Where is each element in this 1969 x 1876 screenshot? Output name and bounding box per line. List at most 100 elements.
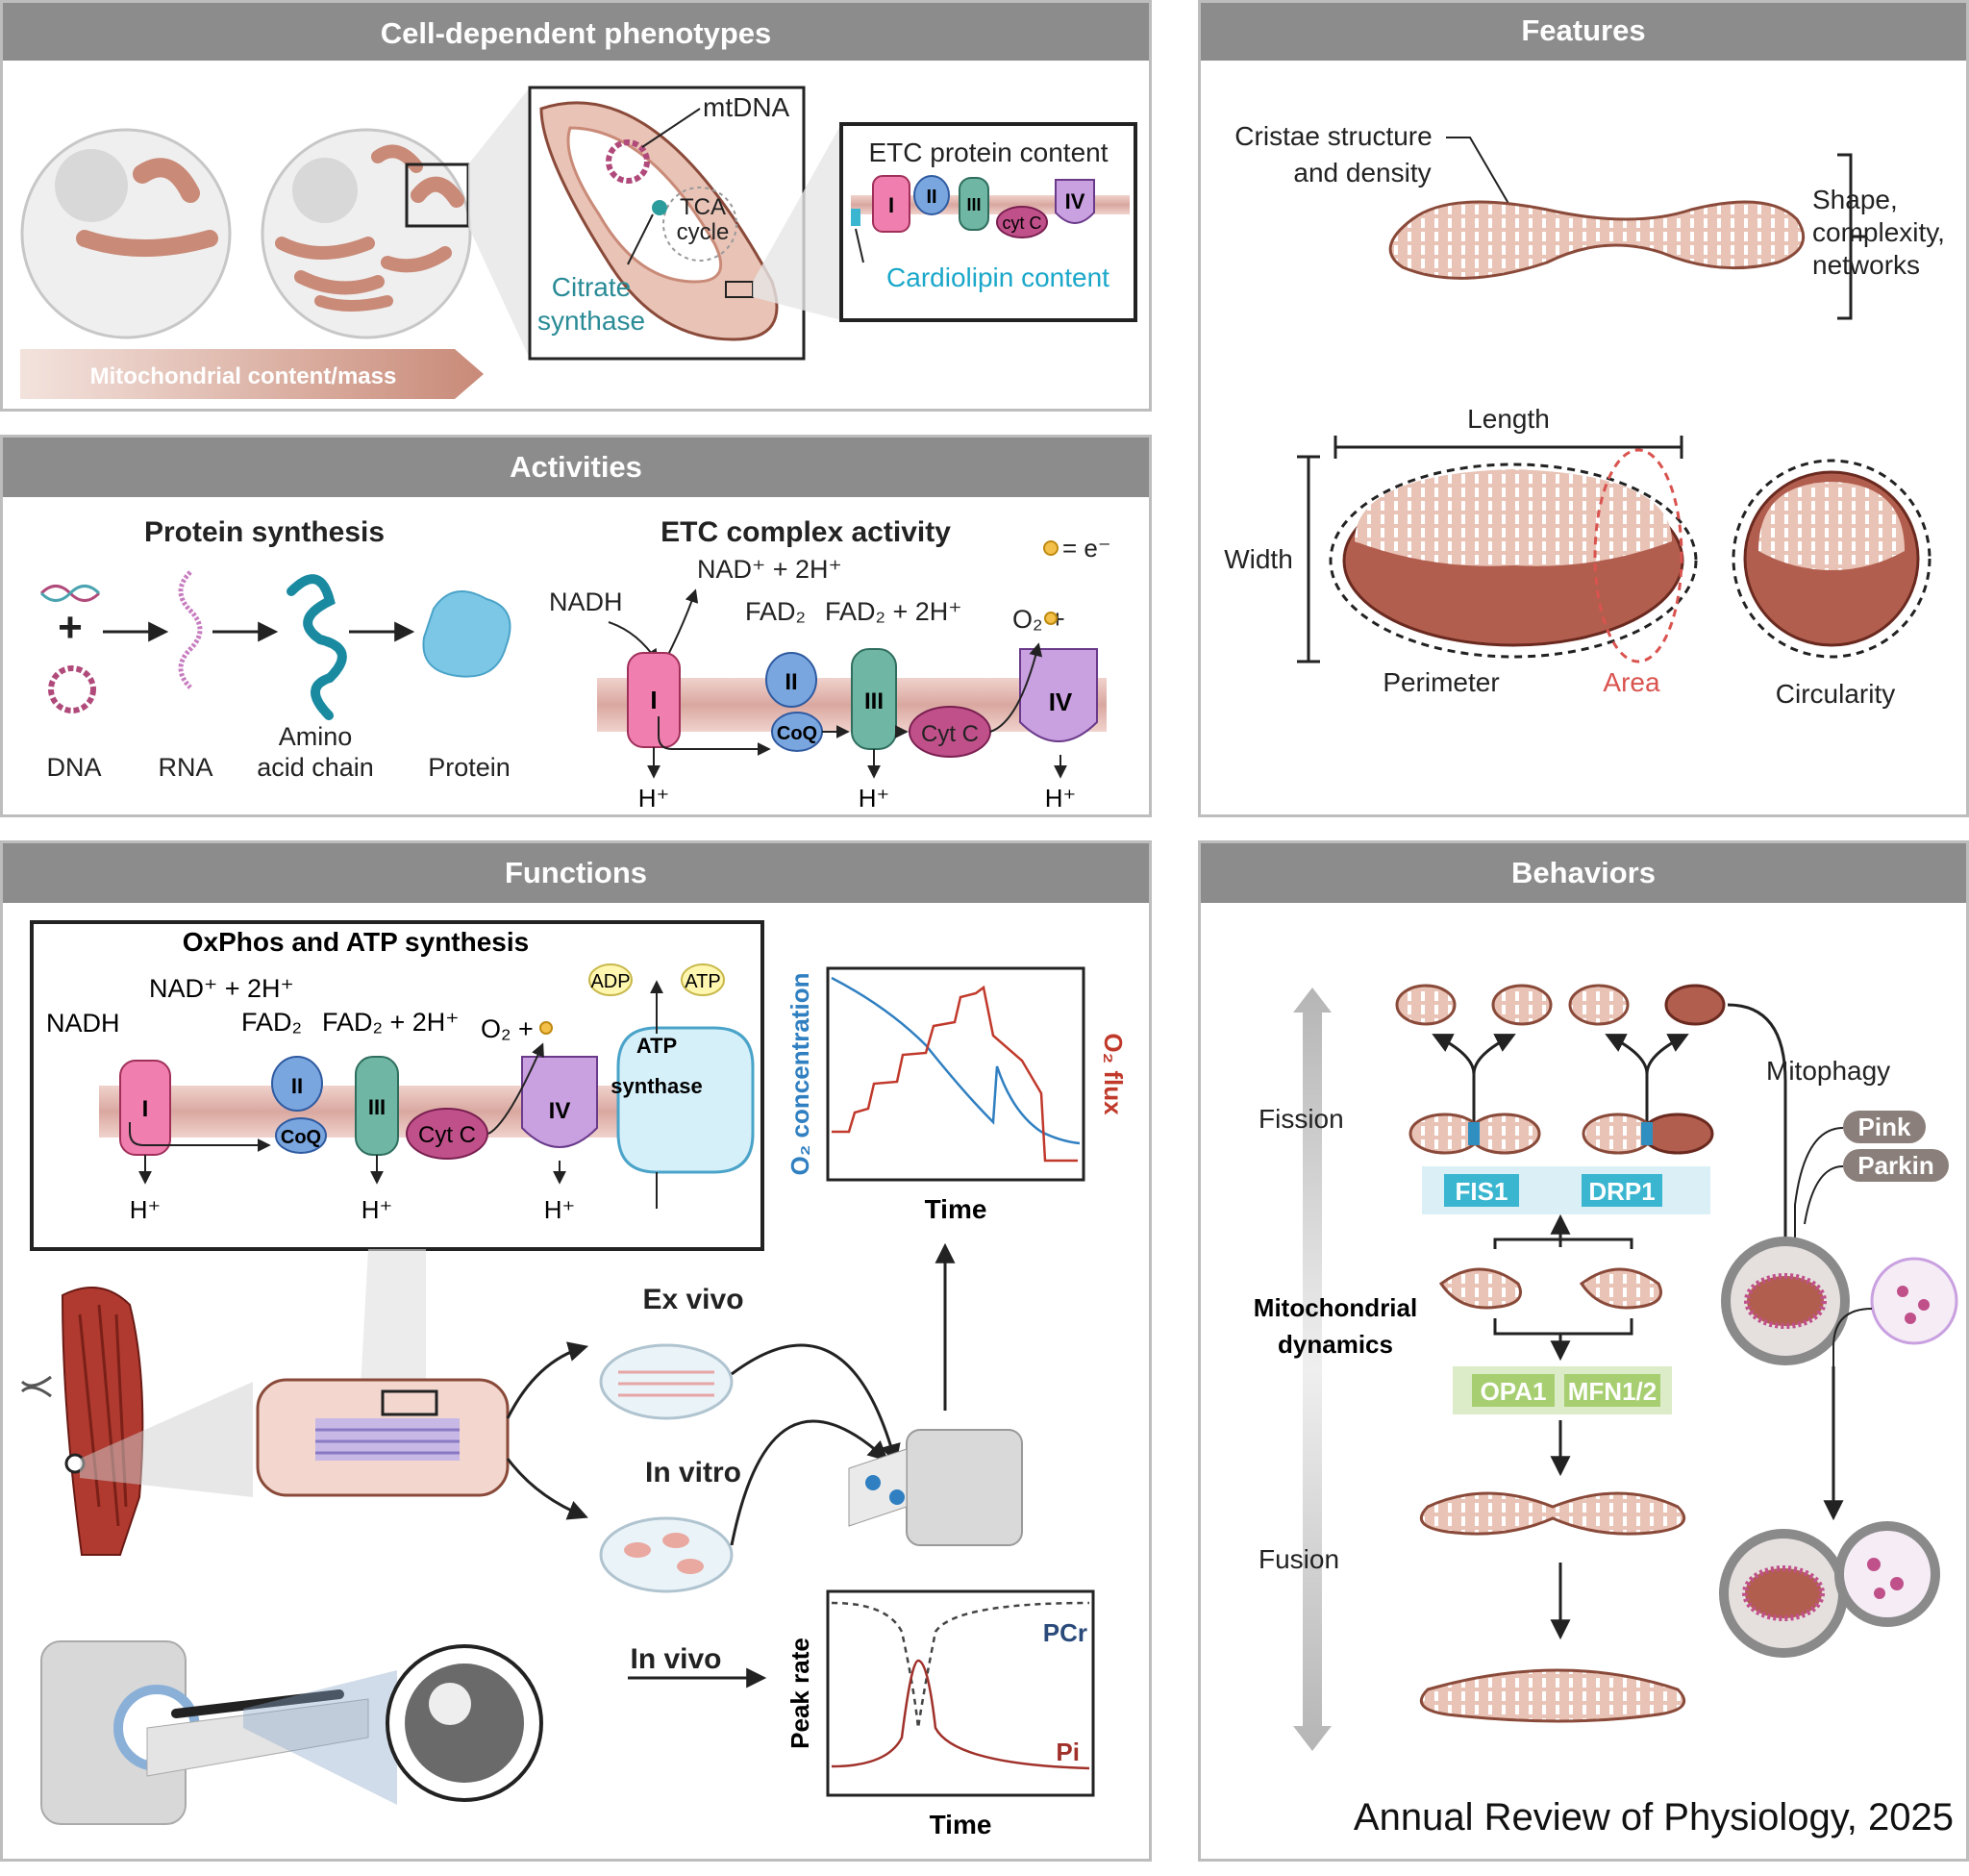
etc-activity-title: ETC complex activity [660,516,951,548]
chart1-xlabel: Time [925,1194,987,1224]
panel-title: Activities [3,438,1149,497]
fn-cytc: Cyt C [418,1122,476,1148]
act-hplus-3: H⁺ [1045,784,1077,813]
act-coq: CoQ [777,723,817,744]
functions-illustration: OxPhos and ATP synthesis NAD⁺ + 2H⁺ NADH… [20,920,1128,1839]
content-mass-label: Mitochondrial content/mass [90,363,397,389]
pink-label: Pink [1858,1113,1911,1141]
dna-label: DNA [46,753,101,782]
width-label: Width [1224,544,1293,574]
mfn-label: MFN1/2 [1568,1377,1657,1406]
opa1-label: OPA1 [1481,1377,1547,1406]
complex-iii-label: III [966,195,981,214]
mitophagy-label: Mitophagy [1766,1056,1890,1086]
drp1-label: DRP1 [1588,1177,1655,1206]
cardiolipin-label: Cardiolipin content [886,263,1109,292]
functions-panel: Functions OxPhos and ATP synthesis NAD⁺ … [0,840,1152,1862]
chart1-ylabel: O₂ concentration [785,973,814,1176]
behaviors-illustration: Fission Fusion Mitochondrial dynamics FI… [1254,984,1958,1751]
fn-atp-synthase-1: ATP [636,1034,677,1058]
o2-chart [831,976,1081,1163]
etc-content-title: ETC protein content [868,138,1108,167]
features-panel: Features Cristae structure and density S… [1198,0,1969,817]
pcr-label: PCr [1043,1618,1087,1647]
in-vivo-label: In vivo [630,1643,721,1675]
complex-iv-label: IV [1065,189,1085,213]
area-label: Area [1603,667,1660,697]
fn-atp: ATP [685,971,720,992]
citrate-synthase-label-1: Citrate [552,272,631,302]
act-complex-ii: II [785,669,797,695]
shape-label-1: Shape, [1812,185,1898,214]
panel-title: Functions [3,843,1149,903]
fad2h-label: FAD₂ + 2H⁺ [825,597,962,626]
cristae-label-2: and density [1293,158,1431,188]
fn-hplus-1: H⁺ [130,1195,162,1224]
activities-illustration: Protein synthesis + DNA RNA Amino acid c… [39,516,1111,813]
fn-fad2: FAD₂ [241,1008,302,1037]
chart2-xlabel: Time [930,1810,992,1839]
tca-label-1: TCA [680,194,726,220]
act-cytc: Cyt C [921,721,979,747]
fn-complex-iv: IV [549,1098,571,1124]
nad-label: NAD⁺ + 2H⁺ [697,555,842,584]
fn-nad: NAD⁺ + 2H⁺ [149,974,294,1003]
features-illustration: Cristae structure and density Shape, com… [1224,121,1945,709]
fis1-label: FIS1 [1456,1177,1508,1206]
act-complex-i: I [650,686,657,714]
complex-ii-label: II [926,187,936,208]
electron-legend: = e⁻ [1062,534,1111,563]
shape-label-3: networks [1812,250,1920,280]
fn-nadh: NADH [46,1009,120,1038]
citrate-synthase-label-2: synthase [537,306,645,336]
o2-flux-line [832,985,1078,1163]
complex-i-label: I [888,193,894,217]
pi-line [831,1659,1090,1770]
panel-title: Features [1201,3,1966,61]
tca-label-2: cycle [677,219,730,245]
act-hplus-2: H⁺ [859,784,890,813]
fn-complex-ii: II [291,1074,303,1098]
oxphos-title: OxPhos and ATP synthesis [183,927,529,957]
fn-complex-iii: III [368,1095,386,1119]
circularity-label: Circularity [1776,679,1895,709]
fn-complex-i: I [142,1096,149,1122]
fission-label: Fission [1259,1104,1344,1134]
amino-label-2: acid chain [257,753,374,782]
fn-atp-synthase-2: synthase [611,1074,702,1098]
rna-label: RNA [158,753,212,782]
fn-adp: ADP [590,971,630,992]
mtdna-label: mtDNA [703,92,790,122]
pi-label: Pi [1056,1738,1080,1766]
activities-panel: Activities Protein synthesis + DNA RNA A… [0,435,1152,817]
amino-label-1: Amino [279,722,353,751]
fn-o2: O₂ + [481,1014,534,1043]
fad2-label: FAD₂ [745,597,806,626]
fusion-label: Fusion [1259,1544,1339,1574]
fn-hplus-3: H⁺ [544,1195,576,1224]
cristae-label-1: Cristae structure [1234,121,1432,151]
credit-text: Annual Review of Physiology, 2025 [1353,1796,1954,1838]
nadh-label: NADH [549,588,623,616]
chart1-y2label: O₂ flux [1099,1033,1128,1115]
shape-label-2: complexity, [1812,217,1945,247]
in-vitro-label: In vitro [645,1457,741,1488]
act-complex-iii: III [864,688,884,714]
chart2-ylabel: Peak rate [785,1638,814,1749]
behaviors-panel: Behaviors Fission Fusion Mitochondrial d… [1198,840,1969,1862]
cell-phenotypes-illustration: Mitochondrial content/mass mtDNA TCA cyc… [20,86,1137,399]
ex-vivo-label: Ex vivo [642,1284,743,1315]
fn-coq: CoQ [281,1127,321,1148]
svg-text:+: + [58,604,83,651]
protein-label: Protein [428,753,511,782]
dynamics-label-1: Mitochondrial [1254,1293,1417,1322]
o2-chart-frame [826,966,1085,1182]
protein-synthesis-title: Protein synthesis [144,516,385,548]
dynamics-label-2: dynamics [1278,1330,1393,1359]
panel-title: Cell-dependent phenotypes [3,3,1149,61]
panel-title: Behaviors [1201,843,1966,903]
cell-phenotypes-panel: Cell-dependent phenotypes Mitochondrial … [0,0,1152,412]
cytc-label: cyt C [1002,213,1041,233]
fn-fad2h: FAD₂ + 2H⁺ [322,1008,460,1037]
fn-hplus-2: H⁺ [361,1195,393,1224]
